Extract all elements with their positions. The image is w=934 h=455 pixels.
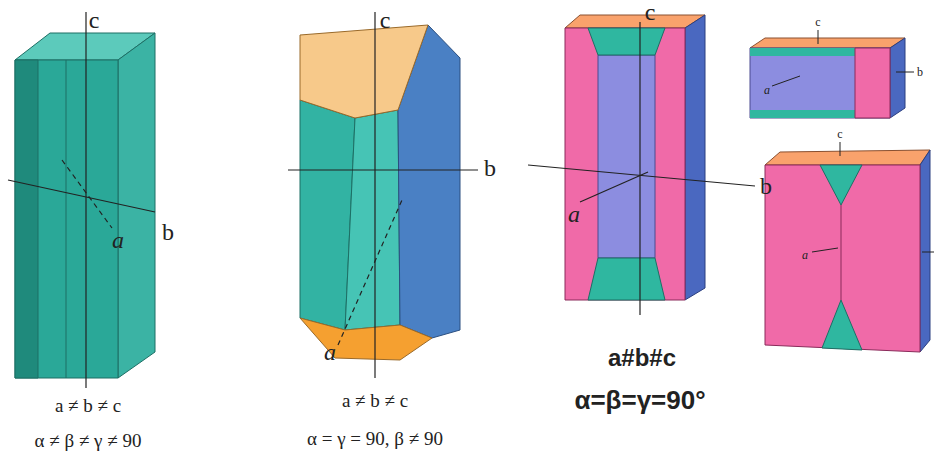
axis-label: c [815,16,820,28]
tabular-crystal [750,30,914,118]
angle-relation: α=β=γ=90° [574,387,705,413]
monoclinic-prism [288,12,478,378]
axis-relation: a ≠ b ≠ c [55,396,121,415]
axis-label: a [764,84,770,96]
axis-label: b [917,66,923,78]
axis-label: c [837,128,842,140]
axis-label: b [484,156,496,180]
axis-relation: a ≠ b ≠ c [342,391,408,410]
angle-relation: α ≠ β ≠ γ ≠ 90 [35,431,142,450]
axis-label: b [162,220,174,244]
axis-label: a [568,202,580,226]
axis-label: b [760,174,772,198]
axis-label: a [112,228,124,252]
axis-label: c [645,0,656,24]
axis-label: a [802,249,808,261]
axis-relation: a#b#c [608,346,676,370]
triclinic-prism [8,12,155,388]
axis-label: a [324,340,336,364]
prismatic-crystal [765,142,934,352]
axis-label: c [380,8,391,32]
angle-relation: α = γ = 90, β ≠ 90 [307,429,443,448]
axis-label: c [89,8,100,32]
orthorhombic-prism [528,15,755,315]
